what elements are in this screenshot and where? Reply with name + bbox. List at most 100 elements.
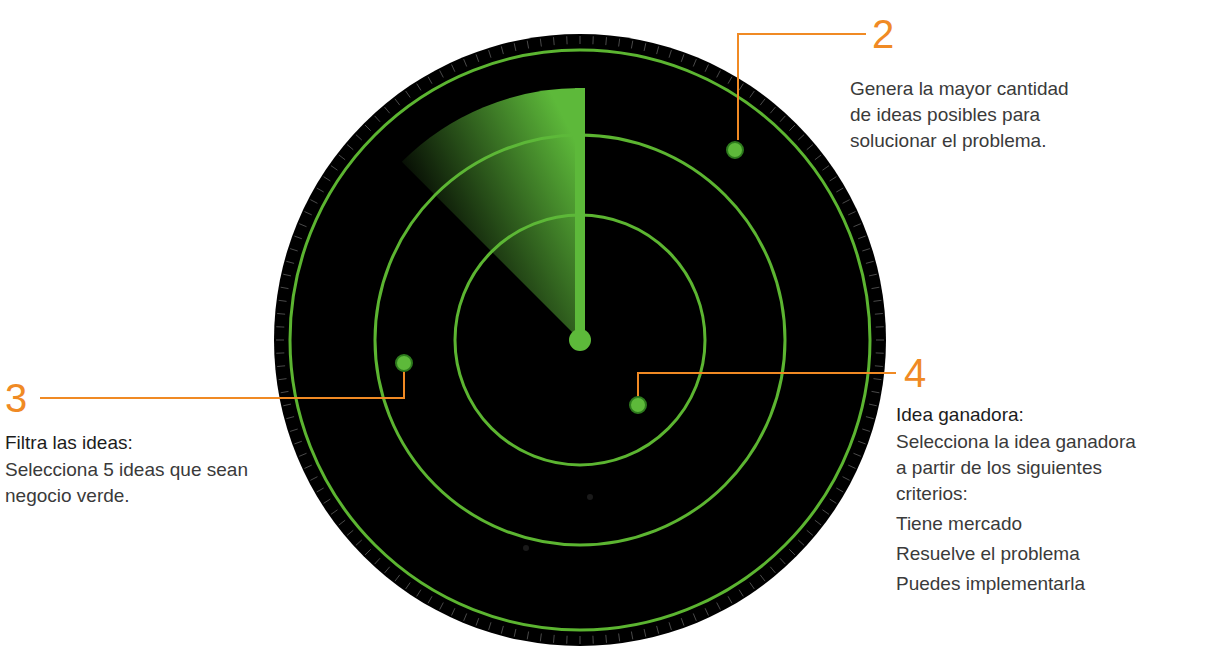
tick-mark	[830, 177, 837, 181]
tick-mark	[619, 633, 620, 641]
tick-mark	[489, 622, 491, 630]
step-text: Selecciona 5 ideas que sean negocio verd…	[5, 457, 255, 509]
tick-mark	[294, 441, 302, 444]
tick-mark	[324, 499, 331, 503]
tick-mark	[592, 36, 593, 44]
tick-mark	[501, 46, 503, 54]
tick-mark	[848, 465, 855, 468]
tick-mark	[375, 116, 380, 122]
tick-mark	[693, 59, 696, 66]
criterion: Puedes implementarla	[896, 571, 1146, 597]
tick-mark	[365, 125, 371, 131]
tick-mark	[304, 212, 311, 215]
tick-mark	[440, 603, 444, 610]
tick-mark	[501, 626, 503, 634]
tick-mark	[872, 391, 880, 392]
radar-blip	[396, 355, 412, 371]
tick-mark	[299, 453, 306, 456]
tick-mark	[848, 212, 855, 215]
step-heading: Idea ganadora:	[896, 402, 1146, 428]
tick-mark	[631, 632, 632, 640]
tick-mark	[873, 300, 881, 301]
tick-mark	[770, 567, 775, 573]
tick-mark	[669, 50, 671, 58]
tick-mark	[853, 224, 860, 227]
tick-mark	[428, 596, 432, 603]
tick-mark	[290, 429, 298, 431]
radar-blip	[630, 397, 646, 413]
tick-mark	[347, 145, 353, 150]
tick-mark	[815, 520, 821, 525]
tick-mark	[276, 326, 284, 327]
tick-mark	[657, 46, 659, 54]
tick-mark	[862, 429, 870, 431]
tick-mark	[304, 465, 311, 468]
tick-mark	[310, 200, 317, 204]
tick-mark	[294, 236, 302, 239]
tick-mark	[681, 54, 684, 62]
tick-mark	[644, 629, 646, 637]
tick-mark	[566, 636, 567, 644]
tick-mark	[605, 37, 607, 45]
tick-mark	[875, 365, 883, 367]
tick-mark	[464, 59, 467, 66]
tick-mark	[592, 636, 593, 644]
tick-mark	[527, 632, 528, 640]
tick-mark	[728, 77, 732, 84]
tick-mark	[770, 107, 775, 113]
tick-mark	[872, 287, 880, 288]
tick-mark	[681, 618, 684, 626]
tick-mark	[283, 404, 291, 406]
tick-mark	[310, 477, 317, 481]
tick-mark	[540, 633, 541, 641]
tick-mark	[276, 340, 284, 341]
tick-mark	[440, 70, 444, 77]
callout-number: 3	[5, 376, 65, 420]
tick-mark	[385, 107, 390, 113]
tick-mark	[290, 249, 298, 251]
criterion: Tiene mercado	[896, 511, 1146, 537]
tick-mark	[286, 417, 294, 419]
tick-mark	[514, 43, 516, 51]
tick-mark	[717, 603, 721, 610]
text-group: Genera la mayor cantidad de ideas posibl…	[850, 76, 1090, 154]
text-group: 3	[5, 376, 65, 420]
tick-mark	[876, 340, 884, 341]
tick-mark	[452, 608, 455, 615]
tick-mark	[580, 636, 581, 644]
tick-mark	[286, 261, 294, 263]
tick-mark	[283, 274, 291, 276]
tick-mark	[605, 635, 607, 643]
tick-mark	[866, 417, 874, 419]
tick-mark	[339, 155, 345, 160]
radar-sweep	[402, 88, 580, 340]
tick-mark	[553, 37, 555, 45]
step-text: Genera la mayor cantidad de ideas posibl…	[850, 76, 1090, 154]
tick-mark	[299, 224, 306, 227]
tick-mark	[869, 404, 877, 406]
tick-mark	[324, 177, 331, 181]
tick-mark	[417, 84, 421, 91]
tick-mark	[365, 549, 371, 555]
tick-mark	[693, 613, 696, 620]
tick-mark	[553, 635, 555, 643]
tick-mark	[527, 41, 528, 49]
tick-mark	[476, 618, 479, 626]
tick-mark	[780, 116, 785, 122]
tick-mark	[580, 36, 581, 44]
tick-mark	[476, 54, 479, 62]
tick-mark	[705, 64, 708, 71]
text-group: 4	[904, 351, 964, 395]
tick-mark	[750, 582, 755, 589]
tick-mark	[843, 200, 850, 204]
tick-mark	[843, 477, 850, 481]
tick-mark	[807, 530, 813, 535]
tick-mark	[514, 629, 516, 637]
tick-mark	[836, 488, 843, 492]
tick-mark	[869, 274, 877, 276]
leader-line	[40, 372, 404, 398]
tick-mark	[464, 613, 467, 620]
radar-center	[569, 329, 591, 351]
tick-mark	[866, 261, 874, 263]
text-group: Filtra las ideas:Selecciona 5 ideas que …	[5, 430, 255, 509]
